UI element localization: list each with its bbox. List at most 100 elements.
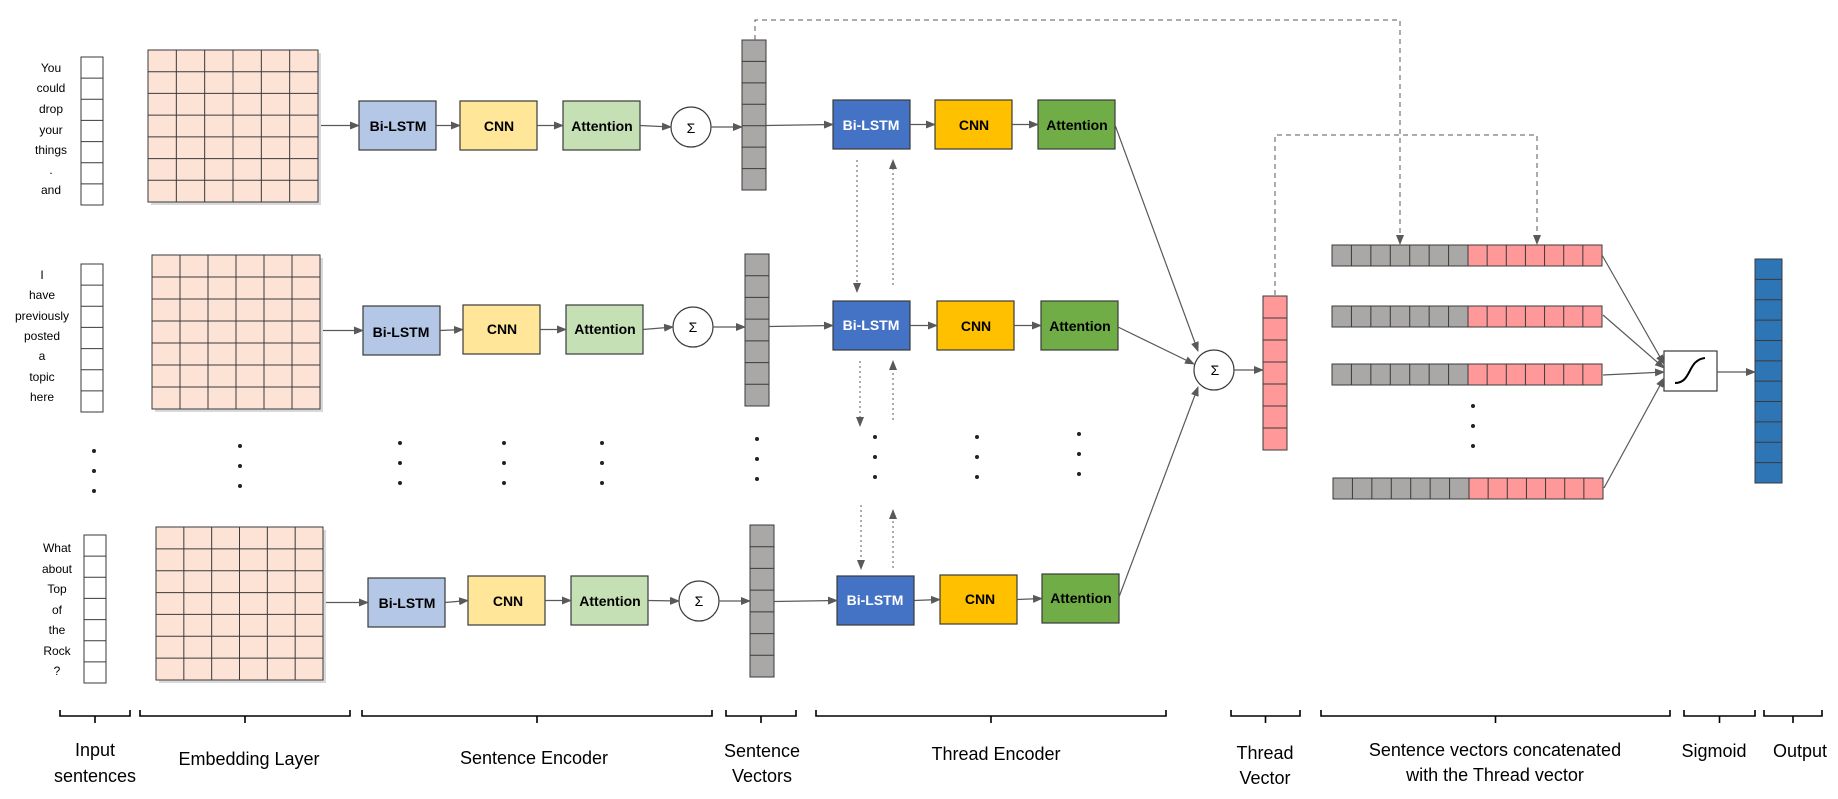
label-sentence-vectors-2: Vectors	[732, 766, 792, 786]
arrow-att2-sum	[1117, 326, 1195, 365]
ellipsis-dots-6	[755, 437, 759, 441]
ellipsis-dots-8	[975, 435, 979, 439]
label-thread-vector-2: Vector	[1239, 768, 1290, 788]
row2-input-vector	[80, 263, 104, 413]
ellipsis-dots-3	[398, 441, 402, 445]
row3-arrow-vector-thread-bilstm	[773, 596, 838, 605]
label-thread-vector-1: Thread	[1236, 743, 1293, 763]
ellipsis-dots-5	[600, 481, 604, 485]
input-word: things	[35, 143, 67, 157]
dashed-thread-vector-path	[1274, 134, 1541, 295]
dashed-sentence-vector-path	[754, 19, 1404, 245]
row2-sentence-vector	[744, 253, 770, 407]
input-word: Top	[47, 582, 67, 596]
row3-thread-attention-label: Attention	[1050, 590, 1111, 606]
row2-sentence-bilstm-block	[362, 305, 441, 356]
ellipsis-dots-2	[238, 444, 242, 448]
row2-thread-bilstm-label: Bi-LSTM	[843, 317, 900, 333]
bracket-6	[1230, 710, 1301, 723]
input-word: What	[43, 541, 72, 555]
row1-arrow-att-sum	[639, 122, 672, 131]
ellipsis-dots-2	[238, 464, 242, 468]
row2-embedding-matrix	[151, 254, 321, 410]
bracket-9	[1763, 710, 1823, 723]
ellipsis-dots-10	[1471, 404, 1475, 408]
row3-thread-bilstm-label: Bi-LSTM	[847, 592, 904, 608]
input-word: previously	[15, 309, 69, 323]
row3-arrow-thread-bilstm-cnn	[913, 595, 941, 604]
ellipsis-dots-3	[398, 481, 402, 485]
label-concat-2: with the Thread vector	[1405, 765, 1584, 785]
bracket-2	[139, 710, 351, 723]
label-input-sentences-1: Input	[75, 740, 115, 760]
row2-sum-label: Σ	[689, 319, 698, 335]
concat-pink-part-1	[1467, 244, 1603, 267]
bracket-1	[59, 710, 131, 723]
thread-sum-label: Σ	[1211, 362, 1220, 378]
row2-arrow-vector-thread-bilstm	[768, 321, 834, 330]
row2-sentence-attention-block	[565, 304, 644, 355]
ellipsis-dots-4	[502, 481, 506, 485]
thread-vector	[1262, 295, 1288, 451]
concat-gray-part-3	[1331, 363, 1469, 386]
row3-input-vector	[83, 534, 107, 684]
input-word: here	[30, 390, 54, 404]
input-word: the	[49, 623, 66, 637]
row1-input-vector	[80, 56, 104, 206]
input-word: could	[37, 81, 66, 95]
row3-embedding-matrix	[155, 526, 324, 681]
input-word: have	[29, 288, 55, 302]
input-word: and	[41, 183, 61, 197]
row2-thread-attention-label: Attention	[1049, 318, 1110, 334]
input-word: Rock	[43, 644, 71, 658]
ellipsis-dots-9	[1077, 452, 1081, 456]
ellipsis-dots-7	[873, 475, 877, 479]
ellipsis-dots-6	[755, 457, 759, 461]
arrow-concat2-sigmoid	[1602, 314, 1665, 369]
input-word: drop	[39, 102, 63, 116]
label-output: Output	[1773, 741, 1827, 761]
row3-sentence-bilstm-block	[367, 577, 446, 628]
concat-pink-part-4	[1468, 477, 1604, 500]
ellipsis-dots-4	[502, 441, 506, 445]
row2-attention-label: Attention	[574, 321, 635, 337]
sigmoid-curve-icon	[1674, 357, 1706, 384]
ellipsis-dots-2	[238, 484, 242, 488]
row2-sentence-cnn-block	[462, 304, 541, 355]
ellipsis-dots-9	[1077, 472, 1081, 476]
input-word: I	[40, 268, 43, 282]
label-sentence-vectors-1: Sentence	[724, 741, 800, 761]
row1-bilstm-label: Bi-LSTM	[370, 118, 427, 134]
ellipsis-dots-7	[873, 435, 877, 439]
row3-arrow-thread-cnn-att	[1016, 594, 1043, 603]
ellipsis-dots-5	[600, 441, 604, 445]
bracket-7	[1320, 710, 1671, 723]
row1-thread-attention-label: Attention	[1046, 117, 1107, 133]
ellipsis-dots-10	[1471, 444, 1475, 448]
row3-thread-cnn-label: CNN	[965, 591, 995, 607]
label-input-sentences-2: sentences	[54, 766, 136, 786]
row3-arrow-bilstm-cnn	[444, 597, 469, 606]
ellipsis-dots-1	[92, 469, 96, 473]
concat-pink-part-2	[1467, 305, 1603, 328]
label-embedding-layer: Embedding Layer	[178, 749, 319, 769]
row1-embedding-matrix	[147, 49, 319, 203]
row3-cnn-label: CNN	[493, 593, 523, 609]
row3-sentence-vector	[749, 524, 775, 678]
label-concat-1: Sentence vectors concatenated	[1369, 740, 1621, 760]
ellipsis-dots-8	[975, 475, 979, 479]
row2-cnn-label: CNN	[487, 321, 517, 337]
input-word: posted	[24, 329, 60, 343]
row2-arrow-att-sum	[642, 323, 674, 332]
input-word: .	[49, 163, 52, 177]
row3-arrow-att-sum	[647, 596, 680, 605]
label-sigmoid: Sigmoid	[1681, 741, 1746, 761]
ellipsis-dots-6	[755, 477, 759, 481]
input-word: about	[42, 562, 73, 576]
ellipsis-dots-3	[398, 461, 402, 465]
ellipsis-dots-5	[600, 461, 604, 465]
input-word: topic	[29, 370, 54, 384]
arrow-concat4-sigmoid	[1603, 377, 1665, 489]
arrow-att1-sum	[1114, 124, 1199, 352]
